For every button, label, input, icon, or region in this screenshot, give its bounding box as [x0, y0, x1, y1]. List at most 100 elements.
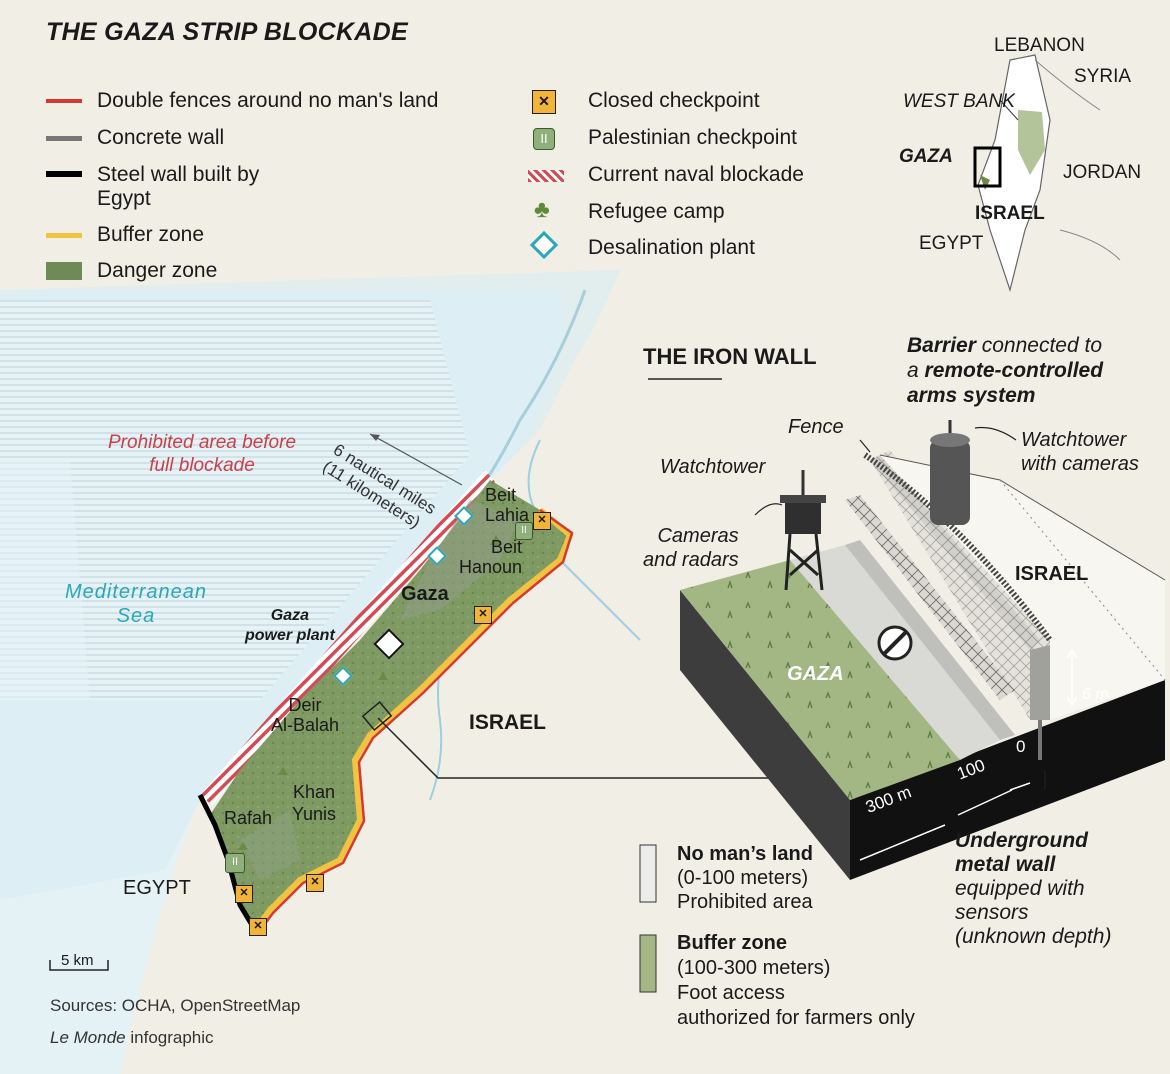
prohibited-area-label: Prohibited area before full blockade: [108, 431, 296, 477]
palestinian-checkpoint-icon: II: [533, 128, 555, 150]
beit-lahia-label: Beit Lahia: [485, 485, 529, 525]
gaza-city-label: Gaza: [401, 583, 449, 605]
underground-line5: (unknown depth): [955, 925, 1112, 948]
closed-checkpoint-icon: ✕: [306, 874, 324, 892]
barrier-bold: Barrier: [907, 334, 976, 357]
legend-steel-wall: Steel wall built by: [97, 163, 260, 186]
khan-yunis-label: Khan Yunis: [292, 781, 336, 825]
watchtower-cameras-line2: with cameras: [1021, 453, 1139, 475]
height-label: 6 m: [1082, 686, 1109, 703]
beit-hanoun-line1: Beit: [491, 537, 523, 557]
inset-jordan: JORDAN: [1063, 162, 1142, 183]
beit-lahia-line2: Lahia: [485, 505, 530, 525]
cameras-radars-label: Cameras and radars: [643, 524, 739, 572]
buffer-zone-swatch: [46, 233, 82, 238]
closed-checkpoint-icon: ✕: [474, 606, 492, 624]
credit-text: Le Monde infographic: [50, 1028, 214, 1048]
deir-line2: Al-Balah: [271, 715, 340, 735]
inset-gaza: GAZA: [899, 146, 953, 167]
inset-lebanon: LEBANON: [994, 35, 1085, 56]
gaza-diagram-label: GAZA: [787, 663, 844, 685]
barrier-rest: connected to: [981, 334, 1102, 357]
barrier-a: a: [907, 359, 919, 382]
inset-west-bank: WEST BANK: [903, 91, 1015, 112]
legend-naval-blockade: Current naval blockade: [588, 163, 804, 186]
khan-line2: Yunis: [292, 804, 337, 824]
israel-map-label: ISRAEL: [469, 711, 547, 734]
page-title: THE GAZA STRIP BLOCKADE: [46, 18, 408, 46]
inset-israel: ISRAEL: [975, 203, 1045, 224]
legend-refugee-camp: Refugee camp: [588, 200, 725, 223]
credit-rest: infographic: [130, 1028, 214, 1047]
barrier-label: Barrier connected to a remote-controlled…: [907, 333, 1103, 408]
inset-egypt: EGYPT: [919, 233, 984, 254]
closed-checkpoint-icon: ✕: [533, 512, 551, 530]
watchtower-cameras-line1: Watchtower: [1021, 429, 1127, 451]
palestinian-checkpoint-icon: II: [515, 522, 533, 540]
beit-hanoun-label: Beit Hanoun: [455, 537, 522, 577]
cameras-radars-line1: Cameras: [657, 525, 739, 547]
palestinian-checkpoint-icon: II: [225, 853, 245, 873]
underground-line4: sensors: [955, 901, 1029, 924]
legend-danger-zone: Danger zone: [97, 259, 218, 282]
sea-line1: Mediterranean: [65, 581, 207, 603]
sea-line2: Sea: [116, 605, 156, 627]
israel-diagram-label: ISRAEL: [1015, 563, 1089, 585]
concrete-wall-swatch: [46, 136, 82, 141]
underground-line3: equipped with: [955, 877, 1085, 900]
barrier-remote: remote-controlled: [924, 359, 1104, 382]
barrier-arms: arms system: [907, 384, 1036, 407]
beit-lahia-line1: Beit: [485, 485, 517, 505]
depth-0-label: 0: [1016, 737, 1026, 756]
legend-concrete-wall: Concrete wall: [97, 126, 225, 149]
deir-al-balah-label: Deir Al-Balah: [271, 695, 339, 735]
fence-label: Fence: [788, 416, 844, 438]
naval-blockade-swatch: [528, 170, 564, 182]
danger-zone-swatch: [46, 262, 82, 280]
legend-closed-checkpoint: Closed checkpoint: [588, 89, 760, 112]
nml-line1: No man’s land: [677, 843, 813, 865]
bz-line3: Foot access: [677, 982, 785, 1004]
bz-line2: (100-300 meters): [677, 957, 831, 979]
power-plant-line1: Gaza: [270, 607, 310, 624]
legend-buffer-zone: Buffer zone: [97, 223, 205, 246]
legend-desalination-plant: Desalination plant: [588, 236, 755, 259]
power-plant-line2: power plant: [245, 627, 335, 644]
closed-checkpoint-icon: ✕: [249, 918, 267, 936]
deir-line1: Deir: [288, 695, 322, 715]
nml-line3: Prohibited area: [677, 891, 813, 913]
khan-line1: Khan: [293, 782, 336, 802]
closed-checkpoint-icon: ✕: [235, 885, 253, 903]
buffer-zone-label: Buffer zone (100-300 meters) Foot access…: [677, 931, 915, 1031]
beit-hanoun-line2: Hanoun: [458, 557, 523, 577]
watchtower-label: Watchtower: [660, 456, 766, 478]
legend-steel-wall-line2: Egypt: [97, 187, 151, 210]
power-plant-label: Gaza power plant: [245, 606, 335, 646]
steel-wall-swatch: [46, 171, 82, 177]
mediterranean-label: Mediterranean Sea: [65, 580, 207, 628]
refugee-camp-icon: ♣: [534, 196, 550, 223]
legend-double-fence: Double fences around no man's land: [97, 89, 439, 112]
rafah-label: Rafah: [224, 808, 273, 828]
iron-wall-title: THE IRON WALL: [643, 344, 817, 369]
double-fence-swatch: [46, 99, 82, 103]
legend-palestinian-checkpoint: Palestinian checkpoint: [588, 126, 797, 149]
credit-le-monde: Le Monde: [50, 1028, 126, 1047]
underground-wall-label: Underground metal wall equipped with sen…: [955, 829, 1111, 949]
underground-line2: metal wall: [955, 853, 1056, 876]
watchtower-cameras-label: Watchtower with cameras: [1021, 428, 1139, 476]
cameras-radars-line2: and radars: [643, 549, 739, 571]
bz-line1: Buffer zone: [677, 932, 787, 954]
egypt-map-label: EGYPT: [123, 877, 191, 899]
prohibited-area-line1: Prohibited area before: [108, 432, 297, 453]
inset-syria: SYRIA: [1074, 66, 1132, 87]
closed-checkpoint-icon: ✕: [532, 90, 556, 114]
nml-line2: (0-100 meters): [677, 867, 809, 889]
sources-text: Sources: OCHA, OpenStreetMap: [50, 996, 301, 1015]
no-mans-land-label: No man’s land (0-100 meters) Prohibited …: [677, 842, 813, 914]
underground-line1: Underground: [955, 829, 1088, 852]
prohibited-area-line2: full blockade: [149, 455, 255, 476]
scale-label: 5 km: [61, 952, 94, 969]
